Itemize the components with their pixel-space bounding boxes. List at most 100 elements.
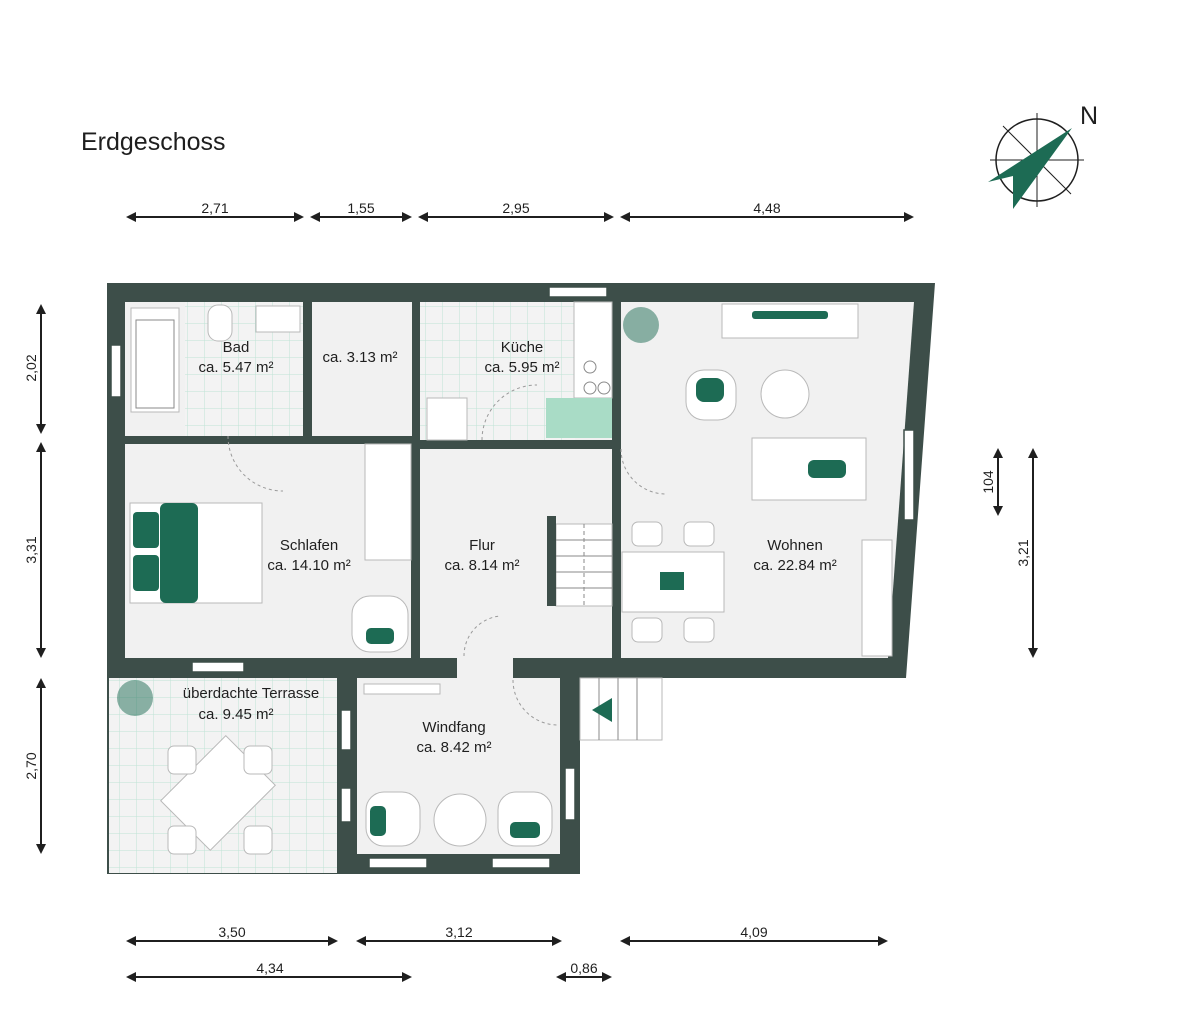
cushion-windfang: [510, 822, 540, 838]
bed-cover: [160, 503, 198, 603]
room-name-windfang: Windfang: [422, 719, 485, 736]
stairs-flur: [555, 523, 613, 607]
compass: [988, 113, 1084, 209]
room-area-flur: ca. 8.14 m²: [444, 557, 519, 574]
room-area-wohnen: ca. 22.84 m²: [753, 557, 836, 574]
dimension-left-1: 2,02: [23, 304, 46, 434]
door-kueche: [481, 384, 538, 441]
dim-label-bottom: 3,12: [445, 924, 472, 940]
dim-label-top: 4,48: [753, 200, 780, 216]
bathtub: [130, 307, 180, 413]
room-name-flur: Flur: [469, 537, 495, 554]
terrace-chair: [243, 825, 273, 855]
plant-terrasse: [117, 680, 153, 716]
window-windfang-right: [564, 767, 576, 821]
dim-label-bottom: 4,34: [256, 960, 283, 976]
side-table: [760, 369, 810, 419]
sofa-cushion: [808, 460, 846, 478]
dim-label-bottom: 4,09: [740, 924, 767, 940]
dimension-right-1: 104: [980, 448, 1003, 516]
shelf-wohnen: [861, 539, 893, 657]
window-windfang-bottom-1: [368, 857, 428, 869]
kitchen-counter: [573, 301, 613, 399]
dimension-left-2: 3,31: [23, 442, 46, 658]
room-area-kueche: ca. 5.95 m²: [484, 359, 559, 376]
room-area-bad: ca. 5.47 m²: [198, 359, 273, 376]
dimension-top-2: 1,55: [310, 200, 412, 222]
stove-burner: [583, 360, 597, 374]
dimension-bottom-3: 4,09: [620, 924, 888, 946]
floor-abstell: [312, 302, 412, 436]
dim-label-bottom: 0,86: [570, 960, 597, 976]
dim-label-top: 1,55: [347, 200, 374, 216]
stairs-wall: [547, 516, 556, 606]
dimension-bottom-5: 0,86: [556, 960, 612, 982]
terrace-wall-right: [337, 678, 357, 874]
kitchen-cabinet: [426, 397, 468, 441]
kitchen-floor-accent: [546, 398, 612, 438]
terrace-chair: [243, 745, 273, 775]
door-windfang: [512, 679, 559, 726]
chair: [631, 521, 663, 547]
terrace-chair: [167, 745, 197, 775]
dim-label-bottom: 3,50: [218, 924, 245, 940]
entrance-steps: [579, 677, 663, 741]
plan-title: Erdgeschoss: [81, 128, 226, 156]
room-name-terrasse: überdachte Terrasse: [183, 685, 319, 702]
dimension-top-1: 2,71: [126, 200, 304, 222]
tv-sideboard: [721, 303, 859, 339]
dimension-bottom-1: 3,50: [126, 924, 338, 946]
terrace-chair: [167, 825, 197, 855]
chair: [683, 521, 715, 547]
dimension-top-4: 4,48: [620, 200, 914, 222]
window-bad: [110, 344, 122, 398]
door-flur: [463, 615, 501, 657]
coat-rack: [363, 683, 441, 695]
dimension-top-3: 2,95: [418, 200, 614, 222]
dimension-bottom-4: 4,34: [126, 960, 412, 982]
compass-needle-icon: [988, 128, 1072, 209]
compass-label: N: [1080, 102, 1098, 130]
chair: [631, 617, 663, 643]
stove-burner: [583, 381, 597, 395]
room-area-schlafen: ca. 14.10 m²: [267, 557, 350, 574]
bathtub-inner: [135, 319, 175, 409]
dim-label-left: 2,70: [23, 752, 39, 779]
window-windfang-bottom-2: [491, 857, 551, 869]
pillow: [133, 555, 159, 591]
window-wohnen-right: [903, 429, 915, 521]
chair: [683, 617, 715, 643]
room-area-windfang: ca. 8.42 m²: [416, 739, 491, 756]
tv-icon: [752, 311, 828, 319]
door-bad: [227, 435, 284, 492]
cushion-windfang: [370, 806, 386, 836]
room-name-wohnen: Wohnen: [767, 537, 823, 554]
window-windfang-left-1: [340, 709, 352, 751]
room-area-abstell: ca. 3.13 m²: [322, 349, 397, 366]
dim-label-left: 2,02: [23, 354, 39, 381]
window-kueche: [548, 286, 608, 298]
dim-label-right: 104: [980, 470, 996, 494]
dimension-left-3: 2,70: [23, 678, 46, 854]
window-windfang-left-2: [340, 787, 352, 823]
stove-burner: [597, 381, 611, 395]
room-area-terrasse: ca. 9.45 m²: [198, 706, 273, 723]
opening-flur-windfang: [457, 656, 513, 680]
dimension-right-2: 3,21: [1015, 448, 1038, 658]
plant-wohnen: [623, 307, 659, 343]
room-name-bad: Bad: [223, 339, 250, 356]
door-wohnen: [620, 448, 667, 495]
dim-label-left: 3,31: [23, 536, 39, 563]
window-schlafen: [191, 661, 245, 673]
dim-label-top: 2,95: [502, 200, 529, 216]
dim-label-right: 3,21: [1015, 539, 1031, 566]
sink-bad: [255, 305, 301, 333]
pillow: [133, 512, 159, 548]
round-table-windfang: [433, 793, 487, 847]
room-name-kueche: Küche: [501, 339, 544, 356]
cushion-wohnen: [696, 378, 724, 402]
table-decor: [660, 572, 684, 590]
room-name-schlafen: Schlafen: [280, 537, 338, 554]
entrance-arrow-icon: [592, 698, 612, 722]
